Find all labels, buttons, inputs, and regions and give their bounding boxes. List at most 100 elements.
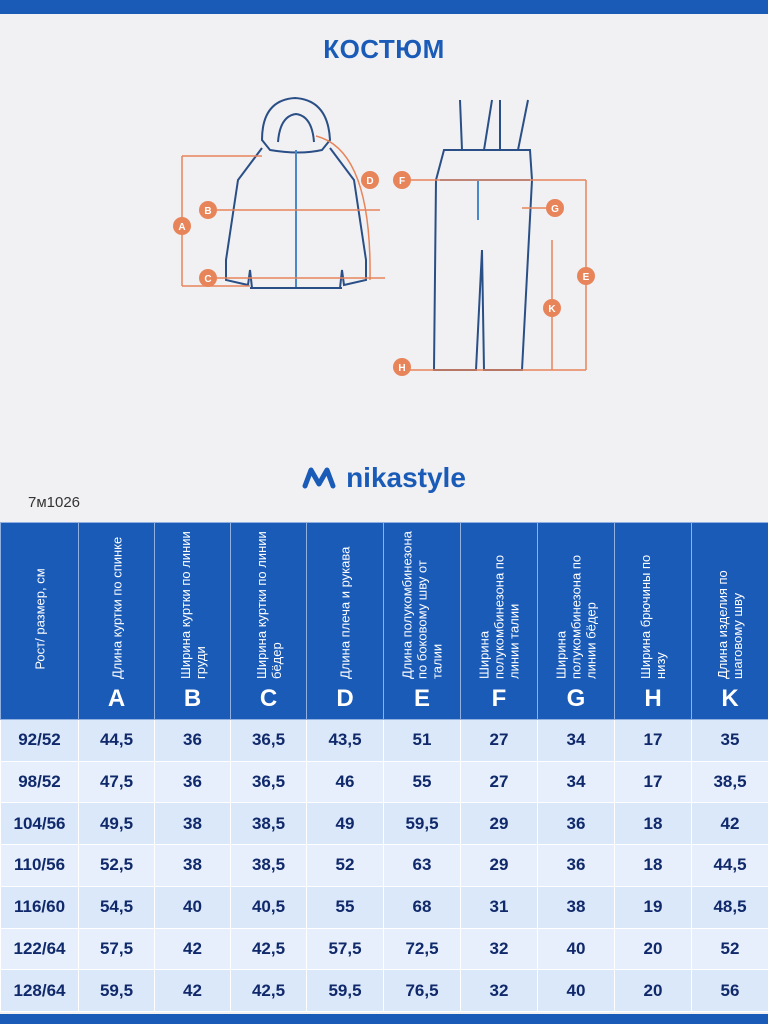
measurement-cell: 68: [383, 885, 461, 929]
measurement-cell: 49: [306, 802, 384, 846]
measurement-cell: 59,5: [383, 802, 461, 846]
measurement-cell: 59,5: [306, 969, 384, 1012]
page-title: КОСТЮМ: [323, 34, 445, 64]
measurement-cell: 27: [460, 760, 538, 804]
garment-diagram: A B C D E F G H K: [173, 96, 595, 376]
measure-markers: [173, 171, 595, 376]
measurement-cell: 38: [154, 844, 231, 887]
measurement-cell: 36: [537, 802, 615, 846]
measurement-cell: 38,5: [230, 844, 307, 887]
measurement-cell: 32: [460, 927, 538, 971]
column-header-e: Длина полукомбинезона по боковому шву от…: [383, 522, 461, 720]
measurement-cell: 31: [460, 885, 538, 929]
measurement-cell: 48,5: [691, 885, 768, 929]
measurement-cell: 44,5: [691, 844, 768, 887]
marker-c-label: C: [204, 274, 211, 285]
marker-f-label: F: [399, 176, 405, 187]
measurement-cell: 19: [614, 885, 692, 929]
jacket-drawing: [225, 96, 367, 289]
measurement-cell: 51: [383, 719, 461, 762]
measurement-cell: 59,5: [78, 969, 155, 1012]
measurement-cell: 57,5: [306, 927, 384, 971]
measurement-cell: 29: [460, 802, 538, 846]
measurement-cell: 42: [154, 969, 231, 1012]
marker-b-label: B: [204, 206, 211, 217]
column-header-size: Рост/ размер, см: [0, 522, 79, 720]
size-cell: 116/60: [0, 885, 79, 929]
measurement-cell: 27: [460, 719, 538, 762]
measurement-cell: 52,5: [78, 844, 155, 887]
measurement-cell: 35: [691, 719, 768, 762]
measurement-cell: 52: [306, 844, 384, 887]
measurement-cell: 38: [537, 885, 615, 929]
measurement-cell: 36: [537, 844, 615, 887]
size-cell: 122/64: [0, 927, 79, 971]
measurement-cell: 49,5: [78, 802, 155, 846]
measurement-cell: 18: [614, 802, 692, 846]
measurement-cell: 54,5: [78, 885, 155, 929]
size-cell: 104/56: [0, 802, 79, 846]
measurement-cell: 42: [691, 802, 768, 846]
measurement-cell: 38,5: [691, 760, 768, 804]
size-cell: 128/64: [0, 969, 79, 1012]
measurement-cell: 56: [691, 969, 768, 1012]
measurement-cell: 55: [306, 885, 384, 929]
measure-lines: [181, 135, 587, 371]
measurement-cell: 52: [691, 927, 768, 971]
measurement-cell: 63: [383, 844, 461, 887]
marker-e-label: E: [583, 272, 590, 283]
measurement-cell: 44,5: [78, 719, 155, 762]
marker-k-label: K: [548, 304, 556, 315]
measurement-cell: 57,5: [78, 927, 155, 971]
brand-logo: nikastyle: [0, 462, 768, 499]
top-bar: [0, 0, 768, 14]
marker-g-label: G: [551, 204, 559, 215]
size-cell: 98/52: [0, 760, 79, 804]
measurement-cell: 72,5: [383, 927, 461, 971]
measurement-cell: 38,5: [230, 802, 307, 846]
measurement-cell: 32: [460, 969, 538, 1012]
measurement-cell: 42,5: [230, 969, 307, 1012]
measurement-cell: 29: [460, 844, 538, 887]
measurement-cell: 20: [614, 969, 692, 1012]
marker-d-label: D: [366, 176, 373, 187]
bottom-bar: [0, 1014, 768, 1024]
measurement-cell: 40: [537, 969, 615, 1012]
measurement-cell: 76,5: [383, 969, 461, 1012]
measurement-cell: 47,5: [78, 760, 155, 804]
pants-drawing: [432, 99, 534, 371]
measurement-cell: 46: [306, 760, 384, 804]
marker-a-label: A: [178, 222, 185, 233]
measurement-cell: 43,5: [306, 719, 384, 762]
measurement-cell: 17: [614, 719, 692, 762]
measurement-cell: 36,5: [230, 760, 307, 804]
measurement-cell: 40: [537, 927, 615, 971]
measurement-cell: 40,5: [230, 885, 307, 929]
nikastyle-logo-icon: [302, 467, 336, 489]
measurement-cell: 42,5: [230, 927, 307, 971]
measurement-cell: 40: [154, 885, 231, 929]
measurement-cell: 36: [154, 760, 231, 804]
article-number: 7м1026: [28, 494, 81, 511]
size-cell: 92/52: [0, 719, 79, 762]
measurement-cell: 42: [154, 927, 231, 971]
measurement-cell: 20: [614, 927, 692, 971]
measurement-cell: 55: [383, 760, 461, 804]
measurement-cell: 38: [154, 802, 231, 846]
size-cell: 110/56: [0, 844, 79, 887]
